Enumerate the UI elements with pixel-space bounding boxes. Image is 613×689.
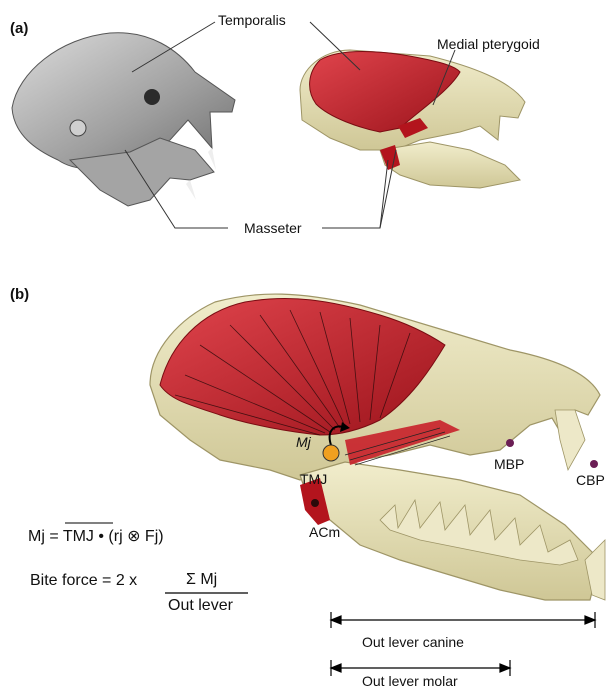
cbp-point	[590, 460, 598, 468]
mbp-point	[506, 439, 514, 447]
out-lever-canine-label: Out lever canine	[362, 634, 464, 650]
tmj-point	[323, 445, 339, 461]
photo-skull	[12, 33, 235, 206]
masseter-label: Masseter	[244, 220, 302, 236]
out-lever-canine-arrow	[331, 612, 595, 628]
panel-b-label: (b)	[10, 286, 29, 303]
out-lever-molar-label: Out lever molar	[362, 673, 458, 689]
bite-force-prefix: Bite force = 2 x	[30, 572, 137, 590]
moment-equation: Mj = TMJ • (rj ⊗ Fj)	[28, 526, 164, 546]
skull-3d-large	[150, 294, 605, 600]
temporalis-label: Temporalis	[218, 12, 286, 28]
acm-point	[311, 499, 319, 507]
medial-pterygoid-label: Medial pterygoid	[437, 36, 540, 52]
cbp-label: CBP	[576, 472, 605, 488]
acm-label: ACm	[309, 524, 340, 540]
tmj-label: TMJ	[300, 471, 327, 487]
bite-force-denominator: Out lever	[168, 597, 233, 615]
mbp-label: MBP	[494, 456, 524, 472]
panel-a-label: (a)	[10, 20, 28, 37]
skull-3d-small	[300, 50, 525, 188]
bite-force-numerator: Σ Mj	[186, 571, 217, 589]
mj-label: Mj	[296, 434, 311, 450]
